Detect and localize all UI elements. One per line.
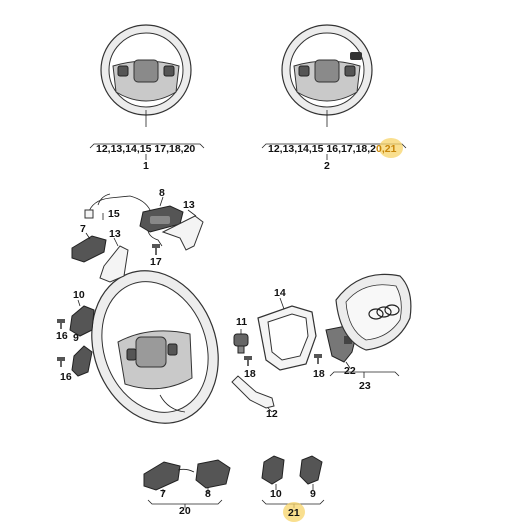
trim-frame-14: [257, 305, 317, 371]
trim-strip-12: [231, 375, 275, 409]
label-18-right: 18: [313, 368, 325, 380]
steering-wheel-assembly-2: [281, 24, 373, 127]
label-15: 15: [108, 208, 120, 220]
label-16-upper: 16: [56, 330, 68, 342]
assembly-label-1: 1: [143, 160, 149, 172]
label-14: 14: [274, 287, 286, 299]
label-12: 12: [266, 408, 278, 420]
screw-16-upper: [57, 319, 65, 329]
label-17: 17: [150, 256, 162, 268]
assembly-label-20: 20: [179, 505, 191, 517]
callout-group-1: 12,13,14,15 17,18,20: [96, 143, 195, 155]
screw-18-right: [314, 354, 322, 364]
switch-7: [71, 235, 107, 263]
callout-group-2-highlight: 0,21: [376, 143, 397, 155]
label-8-bottom: 8: [205, 488, 211, 500]
label-9-left: 9: [73, 332, 79, 344]
cover-9: [71, 345, 93, 377]
label-13-right: 13: [183, 199, 195, 211]
assembly-label-21: 21: [288, 507, 300, 519]
label-7-top: 7: [80, 223, 86, 235]
label-18-left: 18: [244, 368, 256, 380]
label-13-left: 13: [109, 228, 121, 240]
bolt-11: [233, 333, 249, 354]
label-10-left: 10: [73, 289, 85, 301]
switch-set-20: [143, 459, 231, 491]
trim-cover-13-right: [161, 215, 204, 251]
switch-8: [139, 205, 184, 233]
steering-wheel-assembly-1: [100, 24, 192, 127]
cable-harness-15: [87, 195, 163, 247]
label-9-bottom: 9: [310, 488, 316, 500]
main-steering-wheel: [91, 270, 219, 424]
screw-17: [152, 244, 160, 255]
label-7-bottom: 7: [160, 488, 166, 500]
label-10-bottom: 10: [270, 488, 282, 500]
label-23: 23: [359, 380, 371, 392]
callout-group-2-plain: 12,13,14,15 16,17,18,2: [268, 143, 376, 155]
airbag-unit-23: [335, 273, 412, 351]
assembly-label-2: 2: [324, 160, 330, 172]
label-22: 22: [344, 365, 356, 377]
cover-set-21: [261, 455, 323, 485]
label-8: 8: [159, 187, 165, 199]
screw-18-left: [244, 356, 252, 366]
label-11: 11: [236, 316, 247, 328]
screw-16-lower: [57, 357, 65, 367]
cover-10: [69, 305, 95, 337]
label-16-lower: 16: [60, 371, 72, 383]
trim-cover-13-left: [99, 245, 129, 283]
callout-group-2: 12,13,14,15 16,17,18,20,21: [268, 143, 397, 155]
